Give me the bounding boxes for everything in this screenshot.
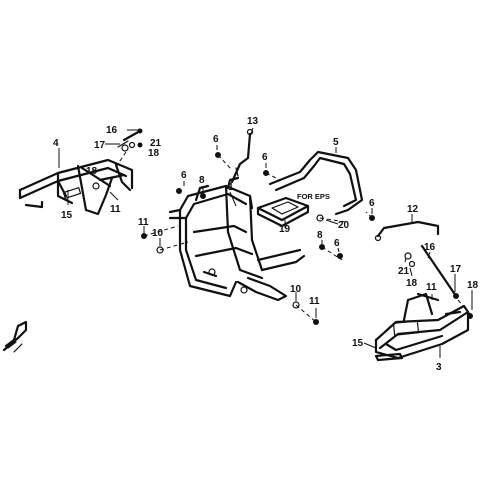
callout-21-left: 21 [150,138,162,149]
part-1-main-frame [168,176,306,302]
leader-lines [58,127,473,358]
callout-19: 19 [279,224,291,235]
callout-8-a: 8 [199,175,205,186]
callout-6-a: 6 [213,134,219,145]
callout-1: 1 [228,182,234,193]
callout-8-b: 8 [317,230,323,241]
callout-13: 13 [247,116,259,127]
callout-17-right: 17 [450,264,462,275]
callout-18-right-b: 18 [467,280,479,291]
callout-3: 3 [436,362,442,373]
callout-6-c: 6 [181,170,187,181]
part-16-21-hardware-left [113,128,143,171]
callout-15-left: 15 [61,210,73,221]
callout-5: 5 [333,137,339,148]
part-16-21-hardware-right [404,244,473,319]
callout-11-center: 11 [138,217,149,228]
callout-11-bottom: 11 [309,296,320,307]
part-19-eps-bracket [256,196,310,228]
callout-6-d: 6 [369,198,375,209]
callout-12: 12 [407,204,419,215]
callout-16-left: 16 [106,125,118,136]
for-eps-note: FOR EPS [297,192,330,201]
callout-10-bottom: 10 [290,284,302,295]
callout-4: 4 [53,138,59,149]
callout-6-b: 6 [262,152,268,163]
part-5-handle-bar [268,150,364,216]
callout-11-right: 11 [426,282,437,293]
callout-18-right-a: 18 [406,278,418,289]
part-4-bracket [18,158,134,216]
callout-17-left: 17 [94,140,106,151]
callout-18-left-b: 18 [86,166,98,177]
callout-16-right: 16 [424,242,436,253]
callout-20: 20 [338,220,350,231]
callout-11-left: 11 [110,204,121,215]
callout-15-right: 15 [352,338,364,349]
dashed-assembly-lines [143,154,373,323]
small-clip-part [2,320,28,353]
callout-21-right: 21 [398,266,410,277]
callout-18-left-a: 18 [148,148,160,159]
part-13-bracket [230,128,254,184]
callout-6-e: 6 [334,238,340,249]
callout-labels: 4 15 11 17 16 21 18 18 13 6 6 6 8 1 5 6 … [53,116,479,373]
part-3-rear-bracket [374,292,470,362]
callout-10-center: 10 [152,228,164,239]
part-12-rod [374,220,440,242]
